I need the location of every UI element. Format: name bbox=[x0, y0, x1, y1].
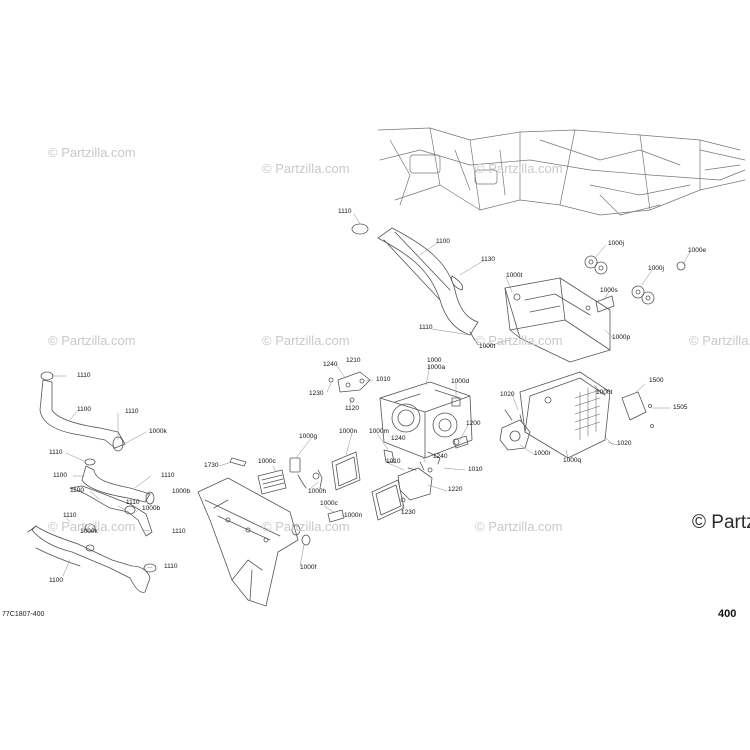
clip-1200 bbox=[453, 435, 469, 449]
watermark: © Partzilla.com bbox=[48, 333, 136, 348]
part-label[interactable]: 1110 bbox=[419, 324, 433, 331]
part-label[interactable]: 1000e bbox=[688, 247, 707, 254]
part-label[interactable]: 1000t bbox=[506, 272, 523, 279]
part-label[interactable]: 1100 bbox=[49, 577, 63, 584]
part-label[interactable]: 1110 bbox=[338, 208, 352, 215]
part-label[interactable]: 1110 bbox=[125, 408, 139, 415]
part-label[interactable]: 1000m bbox=[369, 428, 389, 435]
box-1220 bbox=[397, 467, 433, 503]
part-label[interactable]: 1130 bbox=[481, 256, 495, 263]
part-label[interactable]: 1000c bbox=[320, 500, 338, 507]
part-label[interactable]: 1110 bbox=[161, 472, 175, 479]
part-label[interactable]: 1100 bbox=[77, 406, 91, 413]
bracket-1210 bbox=[328, 371, 371, 403]
part-label[interactable]: 1240 bbox=[323, 361, 338, 368]
watermark-large: © Partzil bbox=[692, 512, 750, 533]
part-label[interactable]: 1110 bbox=[77, 372, 91, 379]
watermark: © Partzilla.com bbox=[475, 333, 563, 348]
part-label[interactable]: 1110 bbox=[49, 449, 63, 456]
motor-1000r bbox=[499, 409, 531, 451]
part-label[interactable]: 1110 bbox=[164, 563, 178, 570]
part-label[interactable]: 1110 bbox=[126, 499, 140, 506]
part-label[interactable]: 1500 bbox=[649, 377, 664, 384]
console-panel bbox=[197, 477, 299, 607]
filter-1000n bbox=[331, 451, 405, 521]
part-label[interactable]: 1730 bbox=[204, 462, 219, 469]
part-label[interactable]: 1000 bbox=[427, 357, 442, 364]
cover-1000q bbox=[519, 371, 611, 459]
part-label[interactable]: 1000n bbox=[339, 428, 358, 435]
part-label[interactable]: 1210 bbox=[346, 357, 361, 364]
part-label[interactable]: 1230 bbox=[401, 509, 416, 516]
part-label[interactable]: 1100 bbox=[70, 487, 84, 494]
part-label[interactable]: 1000k bbox=[80, 528, 98, 535]
part-label[interactable]: 1000k bbox=[149, 428, 167, 435]
grille-1000c bbox=[257, 469, 345, 523]
panel-1500 bbox=[621, 391, 654, 428]
part-label[interactable]: 1240 bbox=[433, 453, 448, 460]
watermark: © Partzilla.com bbox=[262, 519, 350, 534]
part-label[interactable]: 1000s bbox=[600, 287, 618, 294]
part-label[interactable]: 1100 bbox=[436, 238, 450, 245]
vehicle-frame-illustration bbox=[377, 127, 746, 216]
part-label[interactable]: 1010 bbox=[468, 466, 483, 473]
left-duct-hoses bbox=[27, 371, 157, 593]
watermark: © Partzilla.com bbox=[475, 519, 563, 534]
part-label[interactable]: 1000n bbox=[344, 512, 363, 519]
vent-1000j bbox=[584, 255, 686, 313]
part-label[interactable]: 1230 bbox=[309, 390, 324, 397]
part-label[interactable]: 1110 bbox=[63, 512, 77, 519]
part-label[interactable]: 1120 bbox=[345, 405, 359, 412]
part-label[interactable]: 1000d bbox=[451, 378, 470, 385]
part-label[interactable]: 1010 bbox=[376, 376, 391, 383]
part-label[interactable]: 1110 bbox=[172, 528, 186, 535]
blower-assembly-1000 bbox=[379, 381, 473, 459]
part-label[interactable]: 1000j bbox=[608, 240, 624, 247]
watermark: © Partzilla.com bbox=[689, 333, 750, 348]
part-label[interactable]: 1220 bbox=[448, 486, 463, 493]
part-label[interactable]: 1000b bbox=[172, 488, 191, 495]
watermark: © Partzilla.com bbox=[48, 519, 136, 534]
watermark: © Partzilla.com bbox=[262, 161, 350, 176]
duct-1100-upper bbox=[351, 223, 479, 346]
part-label[interactable]: 1000p bbox=[612, 334, 631, 341]
watermark: © Partzilla.com bbox=[48, 145, 136, 160]
part-label[interactable]: 1000c bbox=[258, 458, 276, 465]
part-label[interactable]: 1000q bbox=[563, 457, 582, 464]
part-label[interactable]: 1000r bbox=[534, 450, 551, 457]
part-label[interactable]: 1000b bbox=[142, 505, 161, 512]
figure-code: 77C1807-400 bbox=[2, 611, 45, 618]
knobs-1000f bbox=[291, 524, 311, 546]
strip-1730 bbox=[229, 457, 247, 467]
part-label[interactable]: 1000t bbox=[479, 343, 496, 350]
watermark: © Partzilla.com bbox=[475, 161, 563, 176]
part-label[interactable]: 1020 bbox=[500, 391, 515, 398]
part-label[interactable]: 1100 bbox=[53, 472, 67, 479]
connectors-1240 bbox=[383, 449, 441, 473]
part-label[interactable]: 1505 bbox=[673, 404, 688, 411]
part-label[interactable]: 1000f bbox=[300, 564, 317, 571]
part-label[interactable]: 1200 bbox=[466, 420, 481, 427]
part-label[interactable]: 1020 bbox=[617, 440, 632, 447]
page-number: 400 bbox=[718, 608, 737, 620]
leader-lines bbox=[51, 213, 691, 577]
part-label[interactable]: 1000j bbox=[648, 265, 664, 272]
part-label[interactable]: 1000h bbox=[308, 488, 327, 495]
watermark: © Partzilla.com bbox=[262, 333, 350, 348]
part-label[interactable]: 1000t bbox=[596, 389, 613, 396]
part-label[interactable]: 1000g bbox=[299, 433, 318, 440]
housing-1000p bbox=[504, 277, 611, 363]
switch-1000g bbox=[289, 457, 323, 489]
part-label[interactable]: 1010 bbox=[386, 458, 401, 465]
part-label[interactable]: 1240 bbox=[391, 435, 406, 442]
part-label[interactable]: 1000a bbox=[427, 364, 446, 371]
